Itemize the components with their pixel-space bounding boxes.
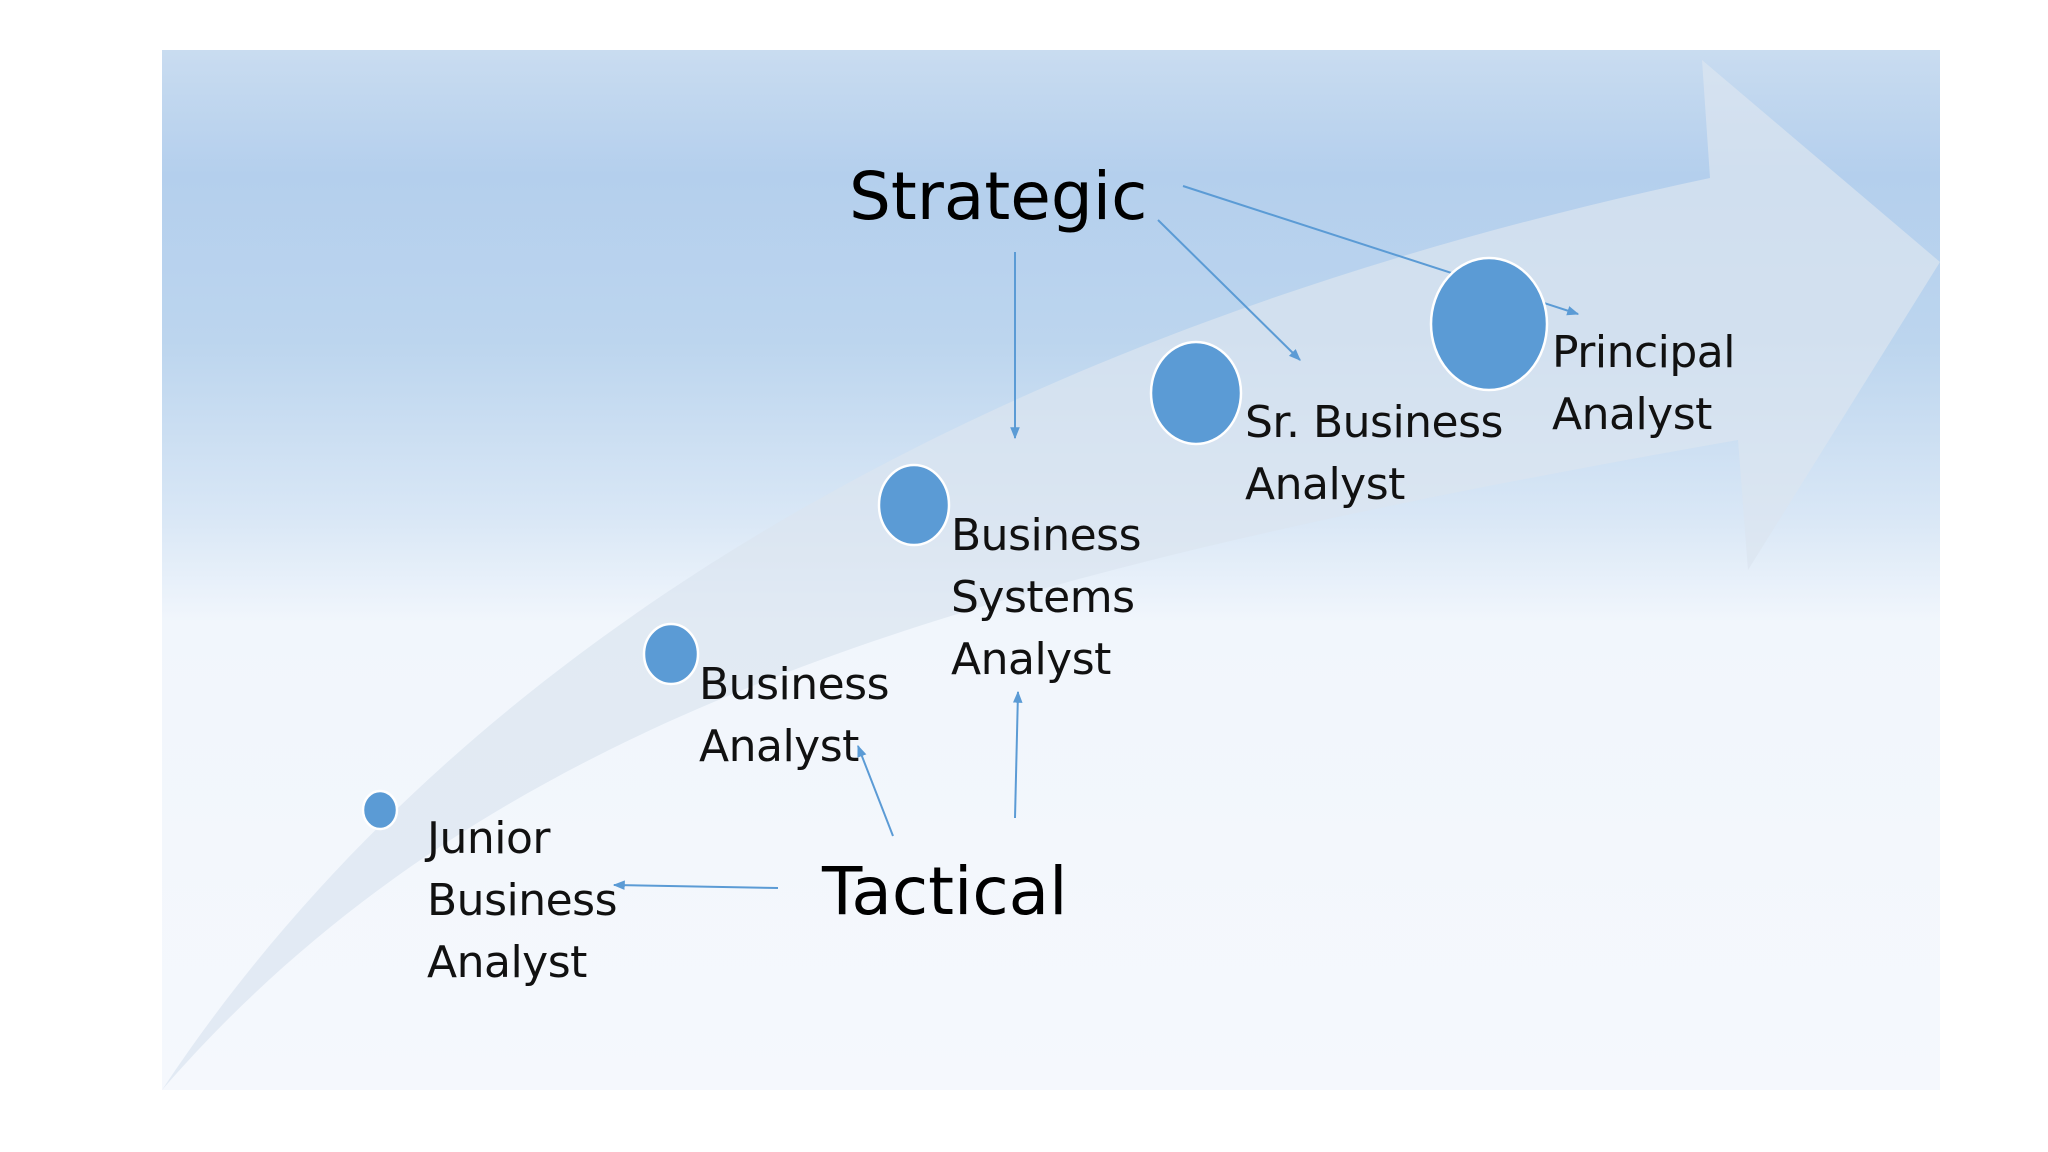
connector-tactical-to-junior-business-analyst xyxy=(612,880,779,890)
node-business-systems-analyst xyxy=(877,463,951,547)
connector-tactical-to-business-systems-analyst xyxy=(1012,690,1023,819)
label-junior-business-analyst: Junior Business Analyst xyxy=(427,813,618,988)
connector-tactical-to-business-analyst xyxy=(857,744,894,837)
label-sr-business-analyst: Sr. Business Analyst xyxy=(1245,397,1503,510)
connector-strategic-to-sr-business-analyst xyxy=(1157,219,1301,361)
strategic-label: Strategic xyxy=(849,158,1148,235)
label-principal-analyst: Principal Analyst xyxy=(1552,327,1736,440)
tactical-label: Tactical xyxy=(822,853,1068,930)
node-junior-business-analyst xyxy=(361,789,399,831)
node-principal-analyst xyxy=(1429,256,1549,392)
node-sr-business-analyst xyxy=(1149,340,1243,446)
node-business-analyst xyxy=(642,622,700,686)
label-business-systems-analyst: Business Systems Analyst xyxy=(951,510,1142,685)
label-business-analyst: Business Analyst xyxy=(699,659,890,772)
